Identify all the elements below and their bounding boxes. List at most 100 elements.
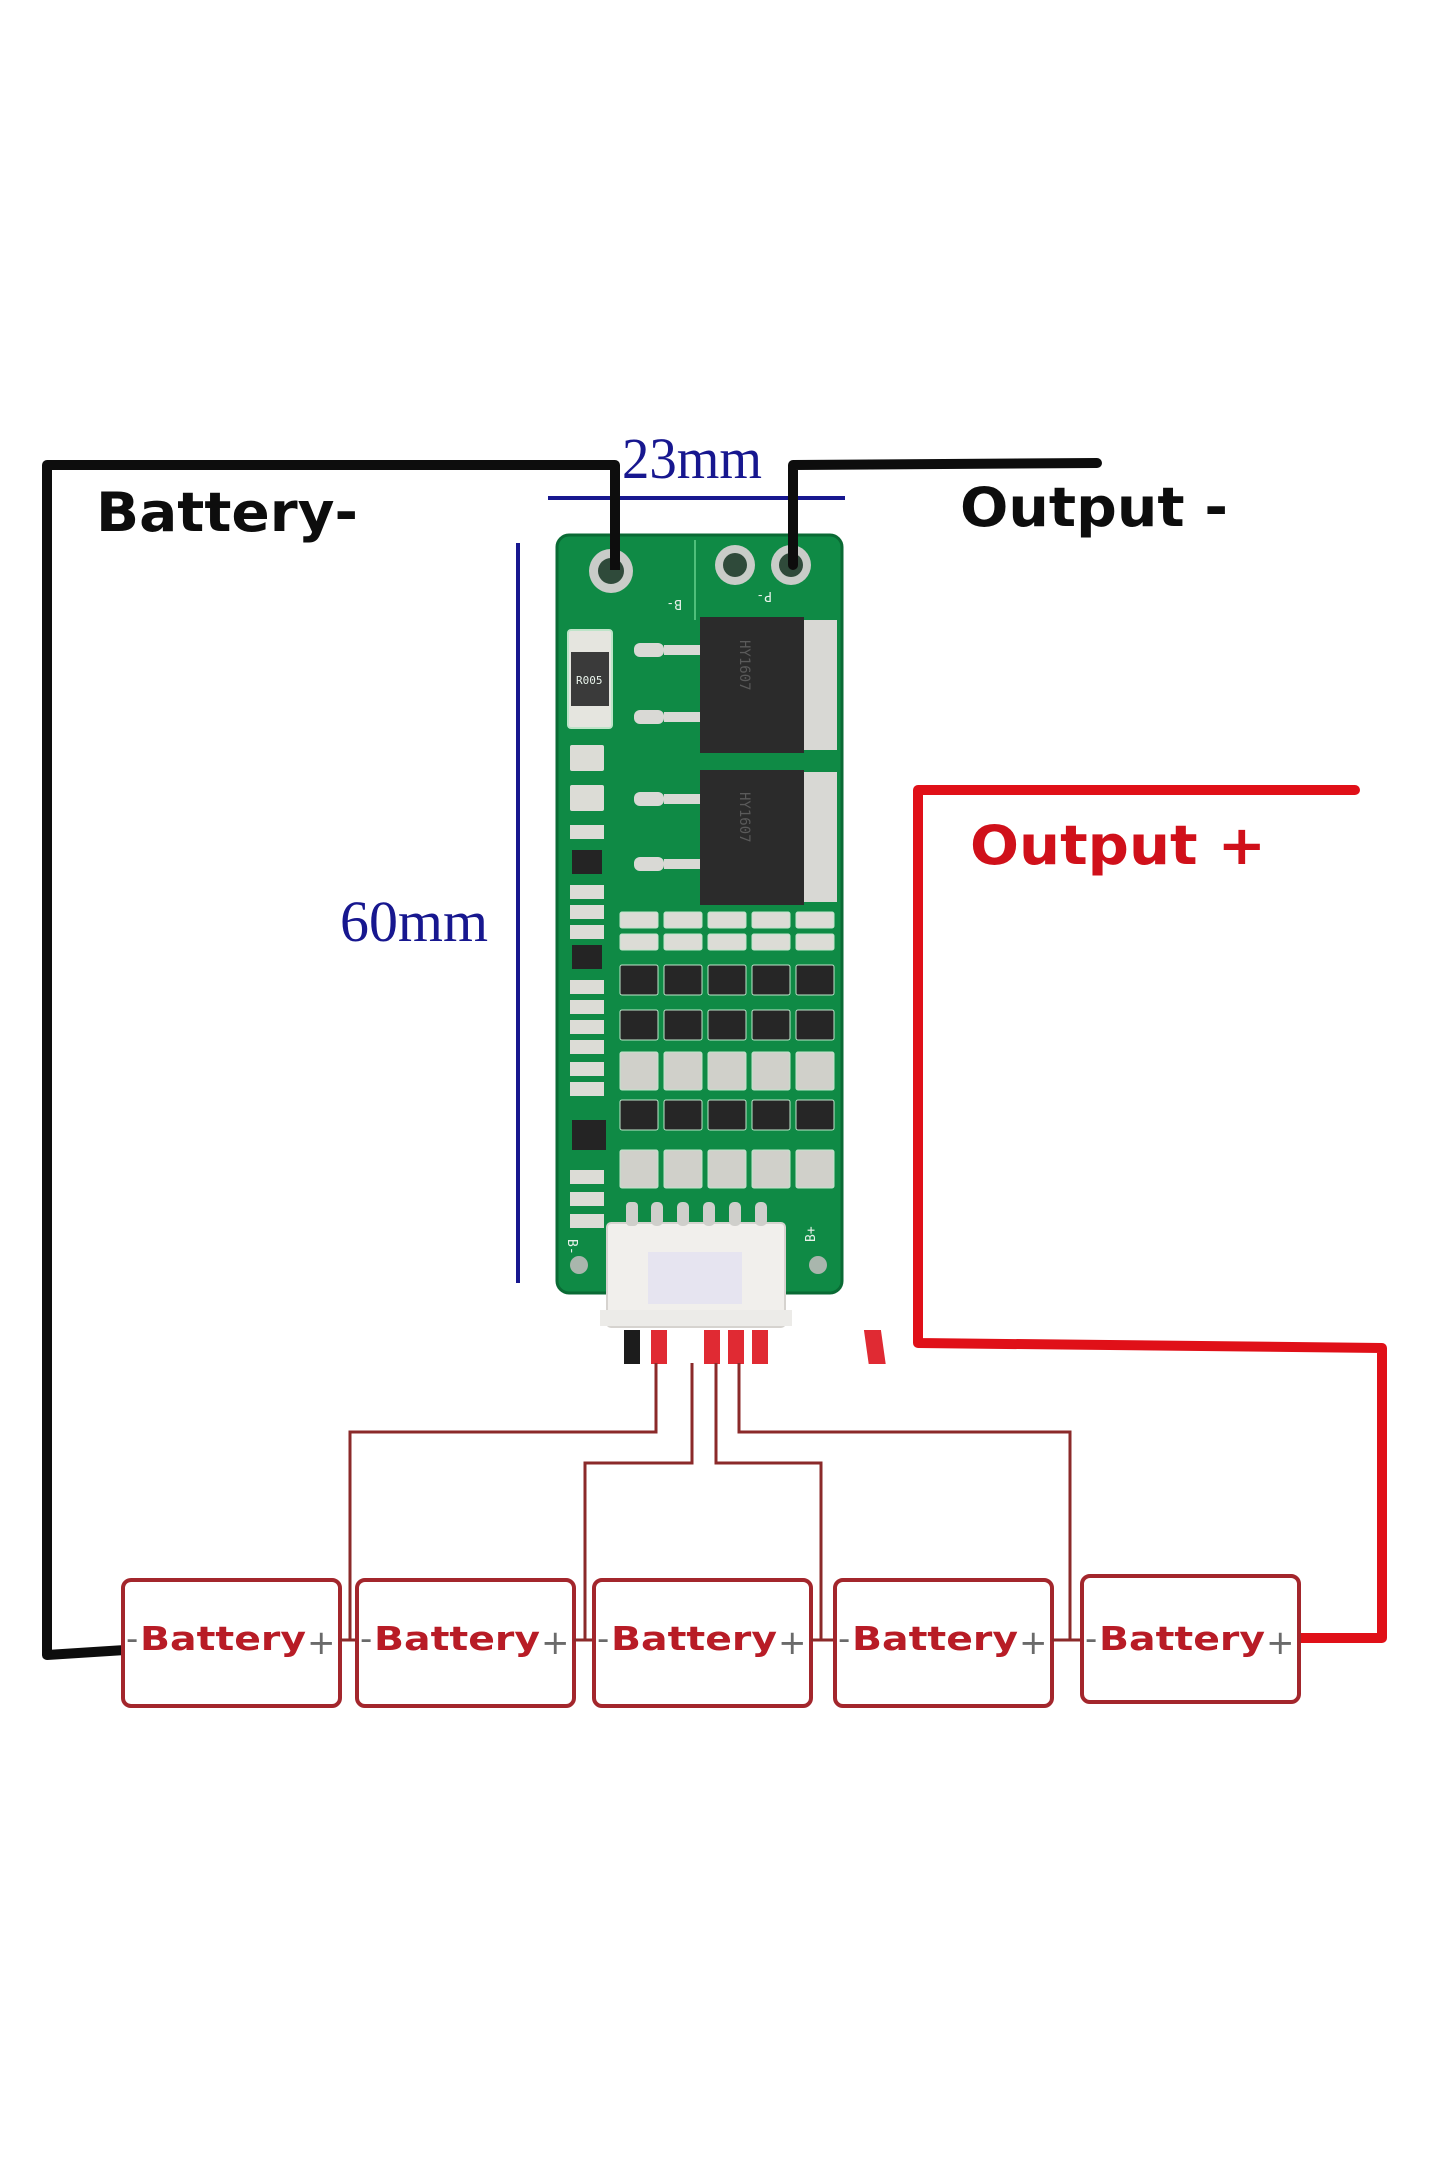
- battery-label: Battery: [852, 1619, 1018, 1658]
- battery-box: [592, 1578, 813, 1708]
- pcb-component: [795, 1099, 835, 1131]
- pad-unused: [715, 545, 755, 585]
- pcb-component: [619, 1051, 659, 1091]
- battery-positive-terminal: +: [778, 1623, 807, 1663]
- pcb-component: [663, 933, 703, 951]
- battery-positive-terminal: +: [1019, 1623, 1048, 1663]
- battery-cell: -Battery+: [592, 1578, 813, 1708]
- battery-negative-terminal: -: [1085, 1619, 1097, 1659]
- output-negative-label: Output -: [960, 476, 1228, 539]
- svg-text:HY1607: HY1607: [736, 792, 752, 843]
- mosfet-1: HY1607: [700, 617, 837, 753]
- pcb-component: [751, 1149, 791, 1189]
- smd-left-column: [570, 745, 606, 1228]
- connector-b-plus-label: B+: [804, 1226, 819, 1242]
- balance-connector: [600, 1202, 792, 1328]
- battery-cell: -Battery+: [1080, 1574, 1301, 1704]
- shunt-resistor: R005: [567, 629, 613, 729]
- svg-text:HY1607: HY1607: [736, 640, 752, 691]
- pcb-component: [751, 964, 791, 996]
- battery-cell: -Battery+: [121, 1578, 342, 1708]
- pad-b-minus-label: B-: [666, 596, 682, 611]
- balance-lead-red: [728, 1330, 744, 1364]
- mosfet-leads: [634, 643, 700, 871]
- balance-circuit-array: [619, 911, 835, 1189]
- height-dimension-label: 60mm: [340, 889, 488, 954]
- pcb-component: [795, 964, 835, 996]
- balance-lead-red: [704, 1330, 720, 1364]
- battery-negative-terminal: -: [597, 1619, 609, 1659]
- battery-label: Battery: [374, 1619, 540, 1658]
- pcb-component: [619, 933, 659, 951]
- pcb-component: [795, 1009, 835, 1041]
- pcb-component: [663, 964, 703, 996]
- balance-wire-2: [583, 1363, 694, 1640]
- balance-wire-1: [348, 1363, 658, 1640]
- pcb-component: [619, 964, 659, 996]
- balance-lead-black: [624, 1330, 640, 1364]
- battery-positive-terminal: +: [541, 1623, 570, 1663]
- pcb-component: [751, 1099, 791, 1131]
- pcb-component: [619, 911, 659, 929]
- pcb-component: [707, 933, 747, 951]
- battery-positive-terminal: +: [307, 1623, 336, 1663]
- battery-cell: -Battery+: [833, 1578, 1054, 1708]
- battery-negative-terminal: -: [360, 1619, 372, 1659]
- bms-pcb-board: B- P- R005 HY1607 HY1607: [555, 533, 844, 1328]
- battery-label: Battery: [140, 1619, 306, 1658]
- pcb-component: [707, 1149, 747, 1189]
- battery-cell: -Battery+: [355, 1578, 576, 1708]
- pcb-component: [619, 1009, 659, 1041]
- pcb-component: [751, 1051, 791, 1091]
- battery-label: Battery: [611, 1619, 777, 1658]
- pcb-component: [795, 933, 835, 951]
- pcb-component: [751, 933, 791, 951]
- pcb-component: [795, 1051, 835, 1091]
- pcb-component: [707, 964, 747, 996]
- battery-label: Battery: [1099, 1619, 1265, 1658]
- pcb-component: [663, 1099, 703, 1131]
- output-positive-label: Output +: [970, 814, 1266, 877]
- output-negative-wire: [788, 458, 1102, 570]
- pcb-component: [707, 1051, 747, 1091]
- battery-box: [121, 1578, 342, 1708]
- connector-b-minus-label: B-: [564, 1239, 579, 1255]
- pcb-component: [751, 1009, 791, 1041]
- battery-box: [833, 1578, 1054, 1708]
- balance-lead-red: [651, 1330, 667, 1364]
- balance-lead-red: [863, 1330, 886, 1364]
- pad-b-minus: [589, 549, 633, 593]
- svg-text:R005: R005: [576, 674, 603, 687]
- battery-negative-wire: [42, 460, 620, 1655]
- battery-negative-label: Battery-: [96, 481, 358, 544]
- battery-box: [1080, 1574, 1301, 1704]
- width-dimension-label: 23mm: [622, 426, 762, 491]
- balance-lead-red: [752, 1330, 768, 1364]
- pcb-component: [663, 1009, 703, 1041]
- pcb-component: [707, 911, 747, 929]
- balance-wire-4: [737, 1363, 1072, 1640]
- pcb-component: [619, 1099, 659, 1131]
- pcb-component: [663, 1051, 703, 1091]
- pcb-component: [795, 911, 835, 929]
- pcb-component: [795, 1149, 835, 1189]
- pcb-component: [707, 1009, 747, 1041]
- pcb-component: [663, 1149, 703, 1189]
- balance-wire-3: [714, 1363, 823, 1640]
- pcb-component: [619, 1149, 659, 1189]
- pcb-component: [663, 911, 703, 929]
- pcb-component: [707, 1099, 747, 1131]
- battery-box: [355, 1578, 576, 1708]
- balance-wires: [348, 1363, 1072, 1640]
- pcb-component: [751, 911, 791, 929]
- battery-negative-wire-bottom: [42, 1645, 130, 1660]
- mosfet-2: HY1607: [700, 770, 837, 905]
- output-positive-wire: [913, 785, 1387, 1643]
- pad-p-minus-label: P-: [756, 588, 772, 603]
- battery-negative-terminal: -: [126, 1619, 138, 1659]
- balance-leads: [624, 1330, 886, 1364]
- battery-pack: -Battery+-Battery+-Battery+-Battery+-Bat…: [121, 1574, 1301, 1708]
- battery-negative-terminal: -: [838, 1619, 850, 1659]
- battery-positive-terminal: +: [1266, 1623, 1295, 1663]
